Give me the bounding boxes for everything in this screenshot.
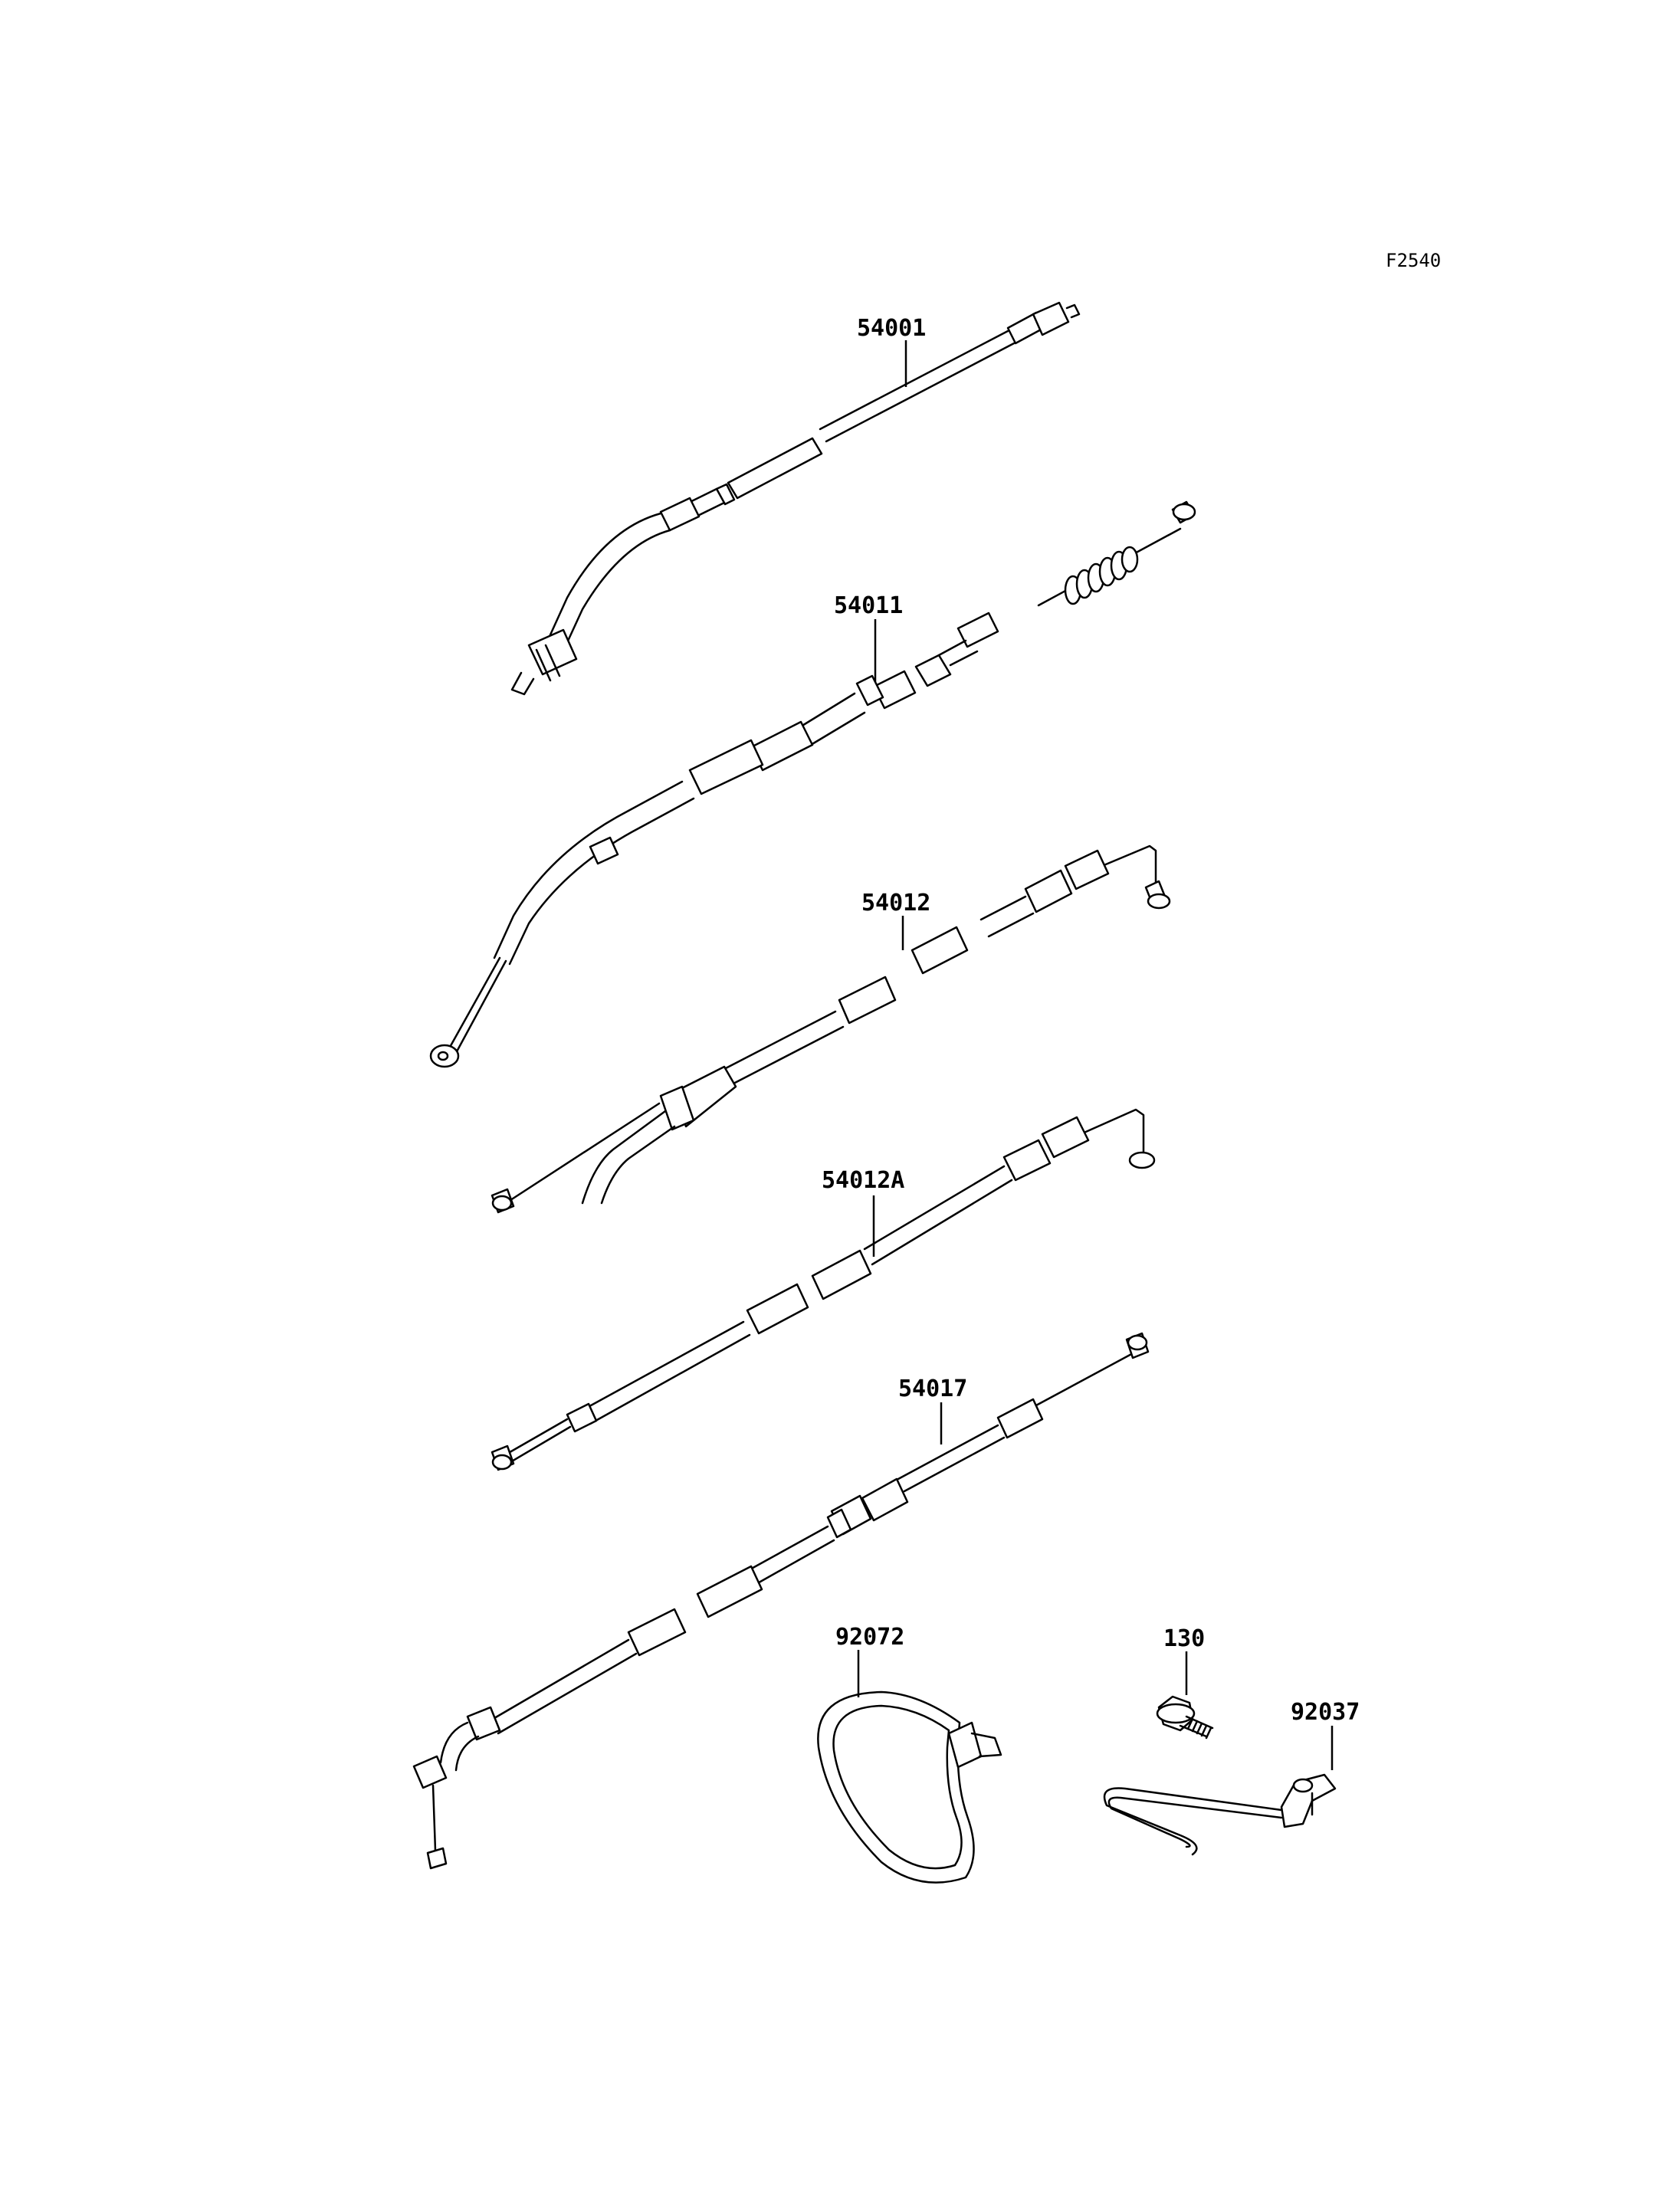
cable-54012 [491,844,1171,1214]
cable-54017 [412,1332,1150,1870]
figure-code: F2540 [1386,250,1441,271]
part-label-54001: 54001 [857,315,926,342]
part-label-54017: 54017 [898,1376,967,1402]
bolt-130 [1156,1651,1214,1740]
cable-54011 [429,500,1196,1068]
part-label-130: 130 [1163,1625,1205,1652]
cable-54001 [510,301,1081,696]
part-label-54012a: 54012A [822,1167,904,1194]
part-label-54011: 54011 [834,592,903,619]
part-label-92037: 92037 [1291,1699,1360,1726]
band-92072 [817,1650,1002,1884]
part-label-92072: 92072 [835,1624,904,1651]
cable-54012a [491,1108,1156,1471]
clamp-92037 [1103,1726,1337,1856]
part-label-54012: 54012 [861,890,930,917]
